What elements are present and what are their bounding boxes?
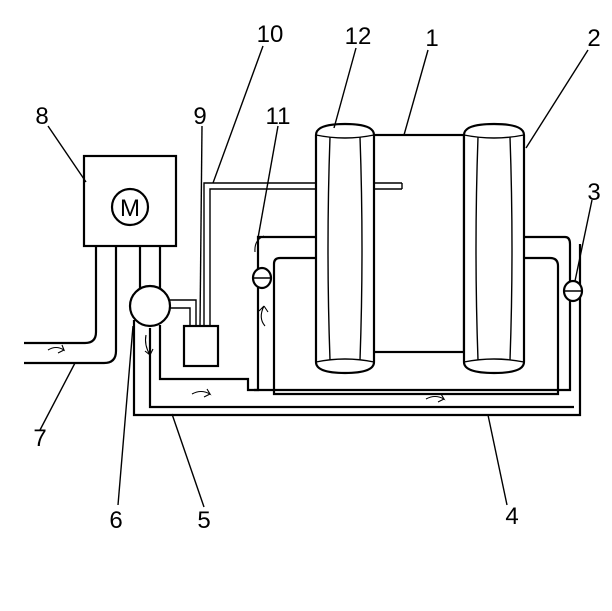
callout-6: 6 xyxy=(109,507,122,534)
callout-4: 4 xyxy=(505,503,518,530)
left-desiccant-canister xyxy=(314,122,376,375)
callout-5: 5 xyxy=(197,507,210,534)
right-desiccant-canister xyxy=(462,122,526,375)
callout-12: 12 xyxy=(345,23,372,50)
center-housing xyxy=(370,133,466,354)
check-valve-icon xyxy=(251,266,273,290)
callout-7: 7 xyxy=(33,425,46,452)
callout-3: 3 xyxy=(587,179,600,206)
flow-arrow-icon xyxy=(254,235,265,253)
callout-9: 9 xyxy=(193,103,206,130)
pump-icon xyxy=(128,284,172,328)
callout-10: 10 xyxy=(257,21,284,48)
leader-lines xyxy=(39,45,593,508)
flow-arrow-icon xyxy=(144,334,154,356)
callout-1: 1 xyxy=(425,25,438,52)
motor-pipes xyxy=(24,246,162,365)
motor-icon xyxy=(110,187,150,227)
callout-8: 8 xyxy=(35,103,48,130)
solenoid-valve xyxy=(182,324,220,368)
flow-arrow-icon xyxy=(47,344,66,354)
flow-arrow-icon xyxy=(191,388,212,398)
callout-11: 11 xyxy=(266,103,291,130)
motor: M xyxy=(82,154,178,248)
motor-symbol: M xyxy=(120,195,140,222)
flow-arrow-icon xyxy=(258,305,269,327)
check-valve-icon xyxy=(562,279,584,303)
callout-2: 2 xyxy=(587,25,600,52)
flow-arrow-icon xyxy=(425,393,446,403)
